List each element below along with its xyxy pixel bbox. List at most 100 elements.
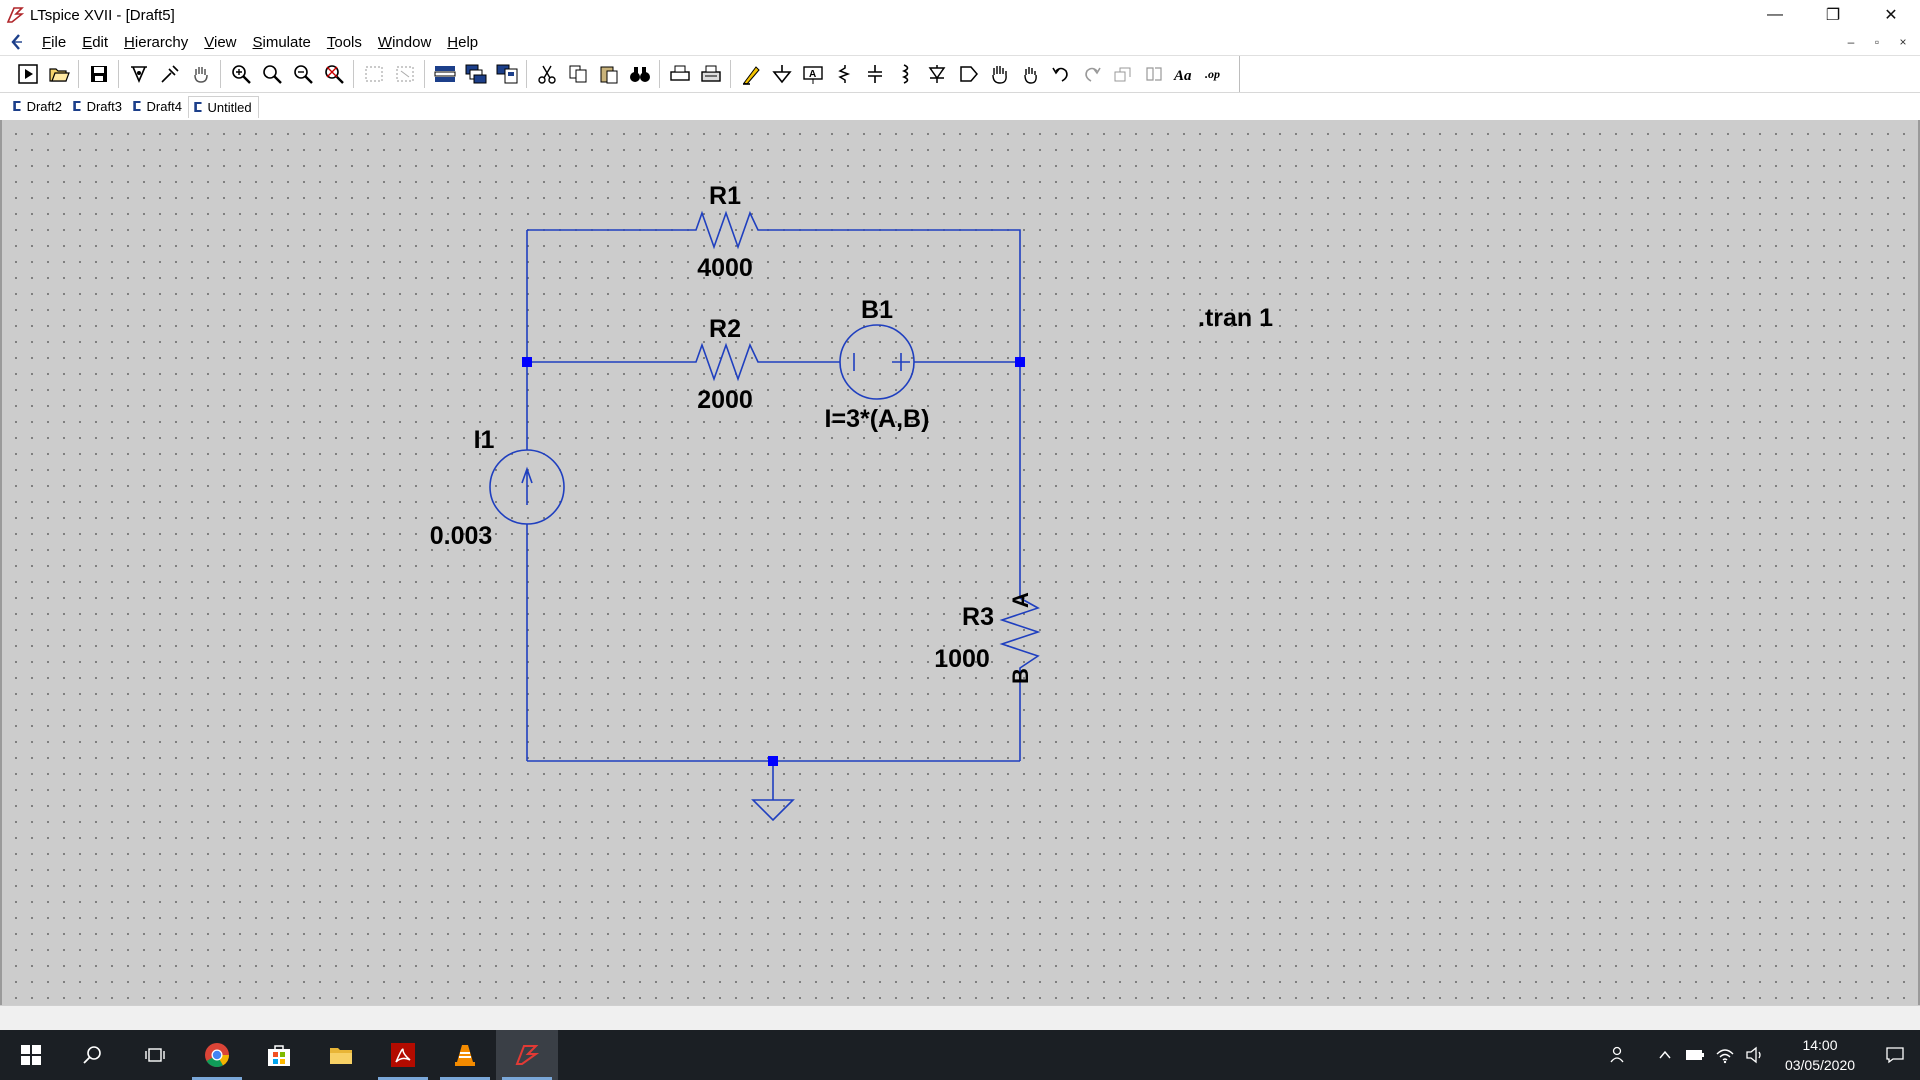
zoom-fit-icon[interactable] [318, 59, 349, 89]
halt-icon[interactable] [389, 59, 420, 89]
file-explorer-icon[interactable] [310, 1030, 372, 1080]
i1-name[interactable]: I1 [474, 426, 495, 454]
window-title: LTspice XVII - [Draft5] [30, 6, 175, 24]
store-icon[interactable] [248, 1030, 310, 1080]
zoom-area-icon[interactable] [256, 59, 287, 89]
mirror-icon[interactable] [1138, 59, 1169, 89]
chrome-icon[interactable] [186, 1030, 248, 1080]
wifi-icon[interactable] [1710, 1030, 1740, 1080]
junction-dot [522, 357, 532, 367]
volume-icon[interactable] [1740, 1030, 1770, 1080]
tile-vertical-icon[interactable] [491, 59, 522, 89]
r2-value[interactable]: 2000 [697, 386, 753, 414]
notifications-icon[interactable] [1870, 1030, 1920, 1080]
wire-icon[interactable] [735, 59, 766, 89]
toolbar-separator [526, 60, 527, 88]
menu-simulate[interactable]: Simulate [252, 33, 311, 51]
resistor-icon[interactable] [828, 59, 859, 89]
mdi-minimize-button[interactable]: – [1847, 35, 1855, 49]
cascade-icon[interactable] [460, 59, 491, 89]
text-icon[interactable]: Aa [1169, 59, 1200, 89]
capacitor-icon[interactable] [859, 59, 890, 89]
ltspice-icon[interactable] [496, 1030, 558, 1080]
vlc-icon[interactable] [434, 1030, 496, 1080]
probe-icon[interactable] [154, 59, 185, 89]
start-icon[interactable] [0, 1030, 62, 1080]
schematic-drawing: R1 4000 R2 2000 B1 I=3*(A,B) I1 0.003 R3… [430, 182, 1273, 822]
copy-icon[interactable] [562, 59, 593, 89]
source-b1-plus [892, 353, 910, 371]
mdi-close-button[interactable]: × [1899, 35, 1907, 49]
control-panel-icon[interactable] [123, 59, 154, 89]
cut-icon[interactable] [531, 59, 562, 89]
restore-button[interactable]: ❐ [1825, 7, 1841, 24]
r3-name[interactable]: R3 [962, 603, 994, 631]
print-icon[interactable] [664, 59, 695, 89]
i1-value[interactable]: 0.003 [430, 522, 493, 550]
mdi-restore-button[interactable]: ▫ [1874, 35, 1880, 49]
undo-icon[interactable] [1045, 59, 1076, 89]
r2-name[interactable]: R2 [709, 315, 741, 343]
menu-edit[interactable]: Edit [82, 33, 109, 51]
b1-name[interactable]: B1 [861, 296, 893, 324]
move-icon[interactable] [983, 59, 1014, 89]
drag-icon[interactable] [1014, 59, 1045, 89]
print-setup-icon[interactable] [695, 59, 726, 89]
label-net-icon[interactable]: A [797, 59, 828, 89]
toolbar-separator [353, 60, 354, 88]
battery-icon[interactable] [1680, 1030, 1710, 1080]
b1-value[interactable]: I=3*(A,B) [825, 405, 930, 433]
menu-view[interactable]: View [204, 33, 237, 51]
r3-pin-b-label: B [1008, 668, 1033, 684]
junction-dot [1015, 357, 1025, 367]
menu-help[interactable]: Help [447, 33, 479, 51]
people-icon[interactable] [1604, 1030, 1634, 1080]
autoscale-icon[interactable] [358, 59, 389, 89]
zoom-in-icon[interactable] [225, 59, 256, 89]
run-icon[interactable] [12, 59, 43, 89]
save-icon[interactable] [83, 59, 114, 89]
r1-value[interactable]: 4000 [697, 254, 753, 282]
tile-horizontal-icon[interactable] [429, 59, 460, 89]
chevron-up-icon[interactable] [1650, 1030, 1680, 1080]
find-icon[interactable] [624, 59, 655, 89]
ground-icon[interactable] [766, 59, 797, 89]
pan-icon[interactable] [185, 59, 216, 89]
acrobat-icon[interactable] [372, 1030, 434, 1080]
menu-bar: File Edit Hierarchy View Simulate Tools … [0, 30, 1920, 54]
menu-window[interactable]: Window [377, 33, 432, 51]
schematic-tab-icon: ⵎ [131, 98, 142, 114]
toolbar-end [1239, 56, 1240, 92]
inductor-icon[interactable] [890, 59, 921, 89]
zoom-out-icon[interactable] [287, 59, 318, 89]
task-view-icon[interactable] [124, 1030, 186, 1080]
menu-tools[interactable]: Tools [326, 33, 362, 51]
menu-file[interactable]: File [42, 33, 67, 51]
redo-icon[interactable] [1076, 59, 1107, 89]
document-menu-icon[interactable] [6, 31, 28, 53]
r3-value[interactable]: 1000 [934, 645, 990, 673]
close-button[interactable]: ✕ [1884, 7, 1898, 24]
paste-icon[interactable] [593, 59, 624, 89]
diode-icon[interactable] [921, 59, 952, 89]
source-i1-arrow [521, 466, 533, 505]
spice-directive-icon[interactable]: .op [1200, 59, 1231, 89]
search-icon[interactable] [62, 1030, 124, 1080]
clock[interactable]: 14:00 03/05/2020 [1776, 1035, 1864, 1075]
minimize-button[interactable]: — [1767, 6, 1783, 23]
resistor-r1 [690, 210, 762, 250]
schematic-canvas[interactable]: R1 4000 R2 2000 B1 I=3*(A,B) I1 0.003 R3… [0, 120, 1920, 1005]
component-icon[interactable] [952, 59, 983, 89]
open-icon[interactable] [43, 59, 74, 89]
rotate-icon[interactable] [1107, 59, 1138, 89]
resistor-r2 [690, 342, 762, 382]
windows-taskbar: 14:00 03/05/2020 [0, 1030, 1920, 1080]
r1-name[interactable]: R1 [709, 182, 741, 210]
spice-directive[interactable]: .tran 1 [1198, 304, 1273, 332]
menu-hierarchy[interactable]: Hierarchy [124, 33, 189, 51]
